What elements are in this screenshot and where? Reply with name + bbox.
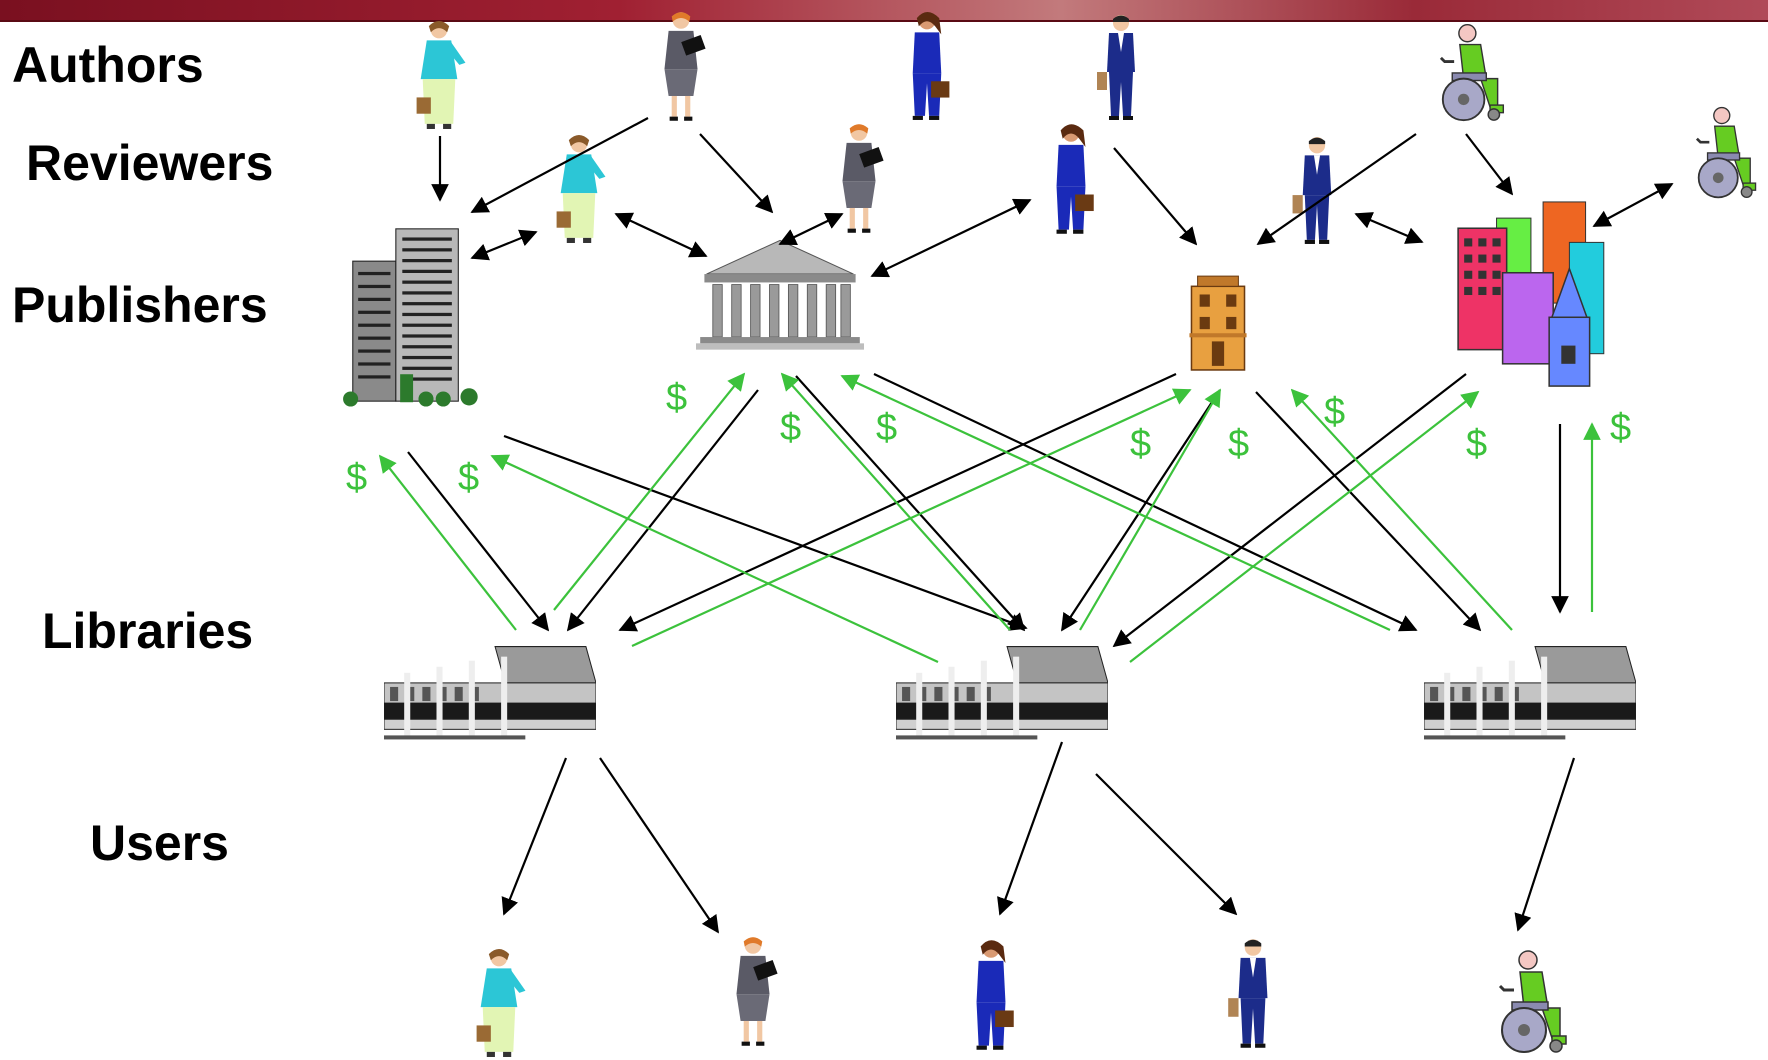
flow-arrow [1256,133,1417,246]
flow-arrow [1112,373,1467,648]
publisher-skyscraper-icon [342,228,479,408]
money-arrow [378,454,517,631]
dollar-label: $ [1324,391,1345,433]
author-3-icon [912,12,950,120]
reviewers-label: Reviewers [26,135,274,191]
dollar-label: $ [1610,407,1631,449]
flow-arrow [1354,212,1424,244]
reviewer-3-icon [1056,124,1094,234]
flow-arrow [997,741,1064,916]
money-arrow [1129,390,1480,663]
flow-arrow [778,212,844,246]
dollar-label: $ [458,457,479,499]
library-3-icon [1424,646,1636,740]
flow-arrow [566,389,759,632]
money-arrow [840,374,1391,631]
flow-arrow [501,757,568,916]
flow-arrow [1095,773,1238,916]
flow-arrow [1255,391,1482,632]
money-arrow [490,454,939,663]
user-4-icon [1228,939,1268,1048]
reviewer-2-icon [842,124,884,233]
author-1-icon [416,21,466,129]
flow-arrow [870,198,1032,278]
publishers-label: Publishers [12,277,268,333]
library-2-icon [896,646,1108,740]
flow-arrow [699,133,774,214]
publisher-temple-icon [696,239,864,351]
user-2-icon [736,937,778,1046]
flow-arrow [795,375,1026,632]
libraries-label: Libraries [42,603,254,659]
money-labels: $ $ $ $ $ $ $ $ $ $ [346,377,1631,499]
money-arrow [553,372,746,611]
money-arrow [1290,388,1513,631]
publisher-townhouse-icon [1188,275,1248,371]
flow-arrow [470,117,649,213]
flow-arrow [407,451,550,632]
money-arrows [378,372,1601,663]
flow-arrow [614,212,708,258]
flow-arrow [1113,147,1198,246]
dollar-label: $ [1228,423,1249,465]
publisher-city-icon [1457,201,1605,387]
author-2-icon [664,12,706,121]
reviewer-1-icon [556,135,606,243]
money-arrow [631,388,1192,647]
title-banner [0,0,1768,20]
dollar-label: $ [876,407,897,449]
reviewer-5-icon [1695,106,1757,199]
flow-arrow [503,434,1028,631]
users-label: Users [90,815,229,871]
money-arrow [780,372,1011,631]
user-1-icon [476,949,526,1057]
dollar-label: $ [1466,423,1487,465]
dollar-label: $ [666,377,687,419]
library-1-icon [384,646,596,740]
flow-arrow [1061,389,1221,632]
flow-arrow [1592,183,1674,227]
flow-arrow [1514,757,1576,932]
authors-label: Authors [12,37,204,93]
user-5-icon [1498,949,1568,1054]
title-banner-rule [0,20,1768,22]
reviewer-4-icon [1292,137,1332,244]
flow-arrow [1465,133,1514,196]
dollar-label: $ [1130,423,1151,465]
money-arrow [1079,388,1221,631]
dollar-label: $ [780,407,801,449]
author-5-icon [1439,23,1505,122]
flow-arrow [470,229,538,261]
author-4-icon [1097,15,1135,120]
user-3-icon [976,940,1014,1050]
flow-arrows [407,117,1674,934]
flow-arrow [599,757,719,934]
flow-arrow [618,373,1177,632]
dollar-label: $ [346,457,367,499]
